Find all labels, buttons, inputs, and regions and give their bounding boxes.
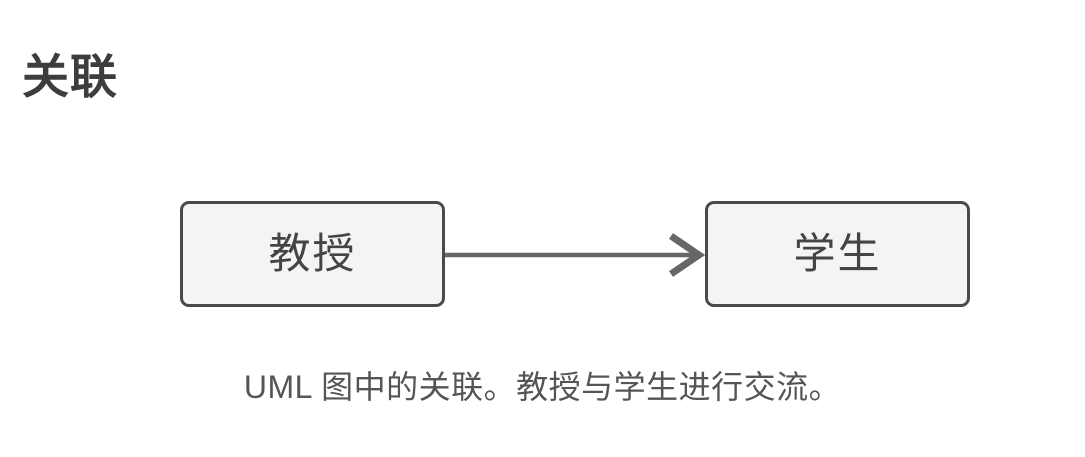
- uml-node-student-label: 学生: [793, 230, 882, 277]
- uml-node-professor-label: 教授: [268, 230, 357, 277]
- uml-association-diagram: 教授 学生: [0, 190, 1085, 320]
- diagram-caption: UML 图中的关联。教授与学生进行交流。: [243, 369, 842, 405]
- uml-node-professor[interactable]: 教授: [180, 201, 445, 307]
- association-arrow-icon: [445, 233, 706, 277]
- arrow-head-open: [669, 233, 706, 277]
- association-connector[interactable]: [443, 230, 708, 280]
- uml-node-student[interactable]: 学生: [705, 201, 970, 307]
- page-title: 关联: [22, 50, 118, 104]
